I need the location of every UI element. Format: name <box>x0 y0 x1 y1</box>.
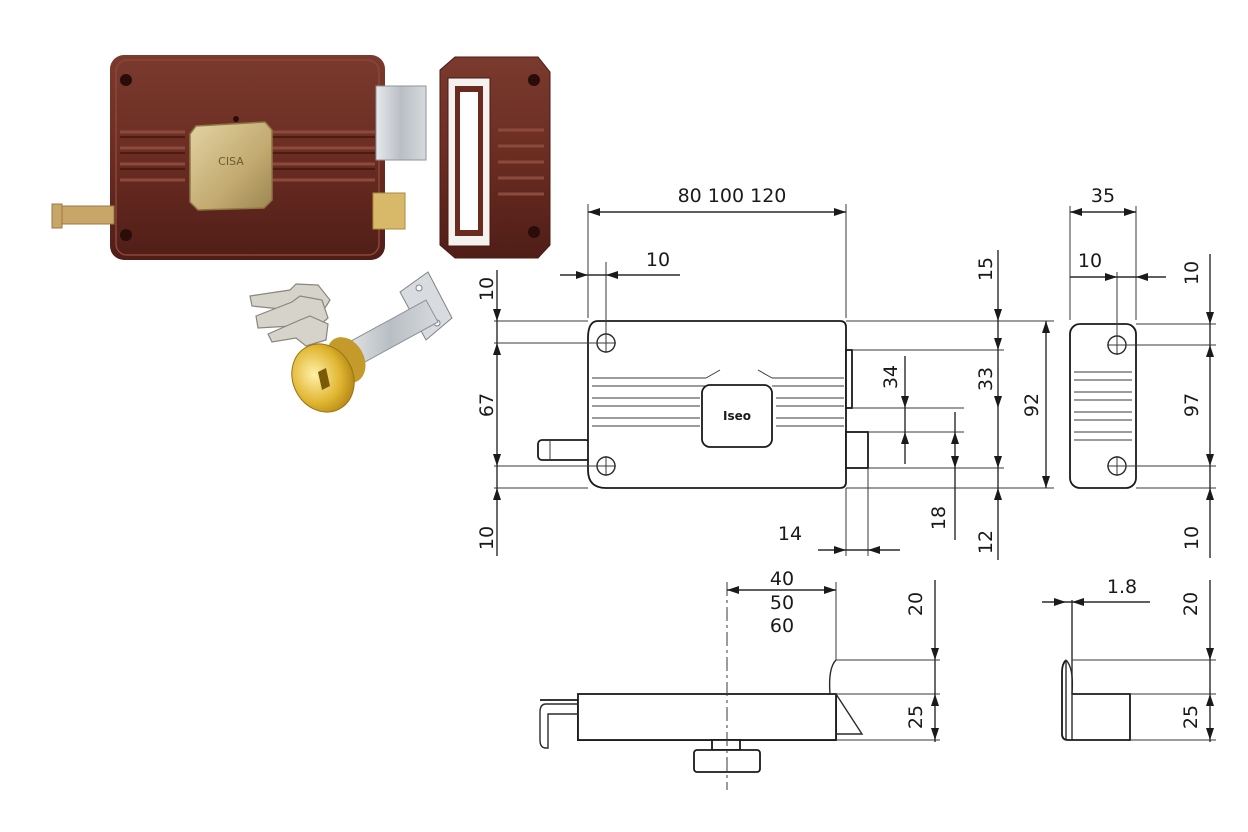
dim-strike-top-label: 10 <box>1181 261 1203 285</box>
dim-bolt-offset: 10 <box>560 249 680 279</box>
dim-total-height: 92 <box>1021 321 1050 488</box>
dim-strike-offset: 10 <box>1070 250 1166 281</box>
dim-34: 34 <box>880 356 909 464</box>
dim-strike-vertical: 10 97 10 <box>1181 254 1214 558</box>
dim-bolt-offset-label: 10 <box>646 249 670 271</box>
dim-strike-width-label: 35 <box>1091 185 1115 207</box>
dim-14-label: 14 <box>778 523 802 545</box>
screw-top-left <box>120 74 132 86</box>
front-view: Iseo <box>476 185 1054 560</box>
dim-top-margin-label: 10 <box>476 277 498 301</box>
strike-view: 35 10 10 97 10 <box>1069 185 1216 558</box>
cylinder-badge-text: CISA <box>218 155 244 168</box>
dim-strike-offset-label: 10 <box>1078 250 1102 272</box>
dim-right-column: 15 33 12 <box>975 250 1002 560</box>
dim-hole-spacing-label: 67 <box>476 393 498 417</box>
dim-15-label: 15 <box>975 257 997 281</box>
keys-photo <box>249 283 331 347</box>
dim-side-depth: 40 50 60 <box>727 568 836 637</box>
dim-33-label: 33 <box>975 367 997 391</box>
dim-18-label: 18 <box>928 506 950 530</box>
strike-screw-top <box>528 74 540 86</box>
latch-bolt <box>375 85 427 161</box>
cylinder-photo <box>291 271 453 413</box>
dim-strike-width: 35 <box>1070 185 1136 216</box>
dim-side-20-label: 20 <box>905 592 927 616</box>
lock-body: CISA <box>51 55 427 260</box>
brand-label: Iseo <box>723 409 751 423</box>
screw-bottom-left <box>120 229 132 241</box>
strike-screw-top-drawing <box>1107 335 1127 355</box>
dim-strike-thickness-label: 1.8 <box>1107 576 1137 598</box>
strike-side-view: 1.8 20 25 <box>1042 576 1216 742</box>
dim-width: 80 100 120 <box>588 185 846 216</box>
dim-side-25-label: 25 <box>905 705 927 729</box>
strike-screw-bottom-drawing <box>1107 456 1127 476</box>
strike-screw-bottom <box>528 226 540 238</box>
dim-18: 18 <box>928 412 959 540</box>
dim-left-vertical: 10 67 10 <box>476 270 501 556</box>
dim-strike-side-25-label: 25 <box>1180 705 1202 729</box>
dim-width-label: 80 100 120 <box>678 185 787 207</box>
brand-badge <box>701 384 773 448</box>
strike-outline <box>1069 323 1137 489</box>
dim-total-height-label: 92 <box>1021 393 1043 417</box>
dim-strike-side-20-label: 20 <box>1180 592 1202 616</box>
front-screw-bottom <box>596 456 616 476</box>
dim-depth-60-label: 60 <box>770 615 794 637</box>
dim-depth-40-label: 40 <box>770 568 794 590</box>
dim-12-label: 12 <box>975 530 997 554</box>
dim-bottom-margin-label: 10 <box>476 526 498 550</box>
dim-strike-side-heights: 20 25 <box>1180 580 1214 742</box>
side-view: 40 50 60 20 25 <box>539 568 940 790</box>
dim-strike-spacing-label: 97 <box>1181 393 1203 417</box>
dim-strike-thickness: 1.8 <box>1042 576 1150 606</box>
small-latch <box>372 192 406 230</box>
technical-drawing: Iseo <box>476 185 1216 790</box>
dim-side-heights: 20 25 <box>905 580 939 742</box>
dim-14: 14 <box>778 523 900 554</box>
strike-plate-photo <box>439 56 551 259</box>
front-screw-top <box>596 333 616 353</box>
dim-strike-bottom-label: 10 <box>1181 526 1203 550</box>
dim-depth-50-label: 50 <box>770 592 794 614</box>
dim-34-label: 34 <box>880 365 902 389</box>
product-photo: CISA <box>51 55 551 413</box>
cylinder-rose: CISA <box>189 121 273 211</box>
